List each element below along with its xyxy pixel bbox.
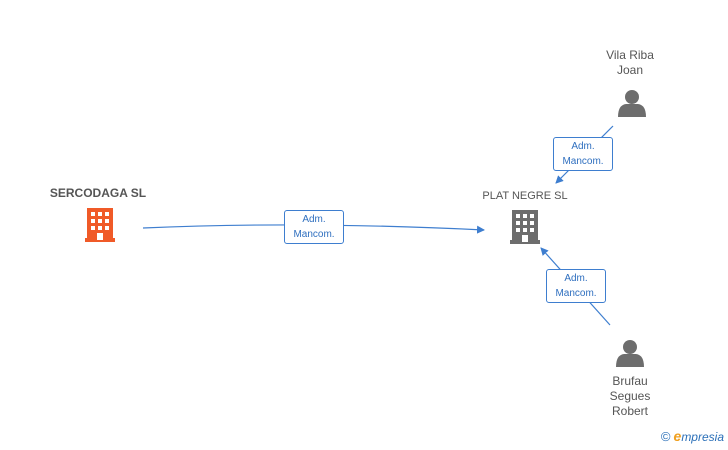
- edge-label-line: Adm.: [302, 214, 326, 225]
- node-label-line: Joan: [616, 63, 644, 77]
- edge-label-brufau[interactable]: Adm. Mancom.: [546, 269, 606, 303]
- node-label-line: Vila Riba: [606, 48, 654, 62]
- edge-label-vila-riba[interactable]: Adm. Mancom.: [553, 137, 613, 171]
- brand-watermark: ©empresia: [661, 428, 724, 444]
- edge-label-line: Mancom.: [562, 156, 604, 167]
- brand-logo-text: mpresia: [681, 430, 724, 444]
- building-icon[interactable]: [85, 208, 115, 242]
- edge-label-sercodaga[interactable]: Adm. Mancom.: [284, 210, 344, 244]
- building-icon[interactable]: [510, 210, 540, 244]
- node-label-sercodaga[interactable]: SERCODAGA SL: [49, 186, 147, 200]
- copyright-symbol: ©: [660, 429, 671, 444]
- node-label-line: Segues: [609, 389, 651, 403]
- node-label-brufau[interactable]: Brufau Segues Robert: [590, 374, 670, 419]
- node-label-line: Brufau: [612, 374, 648, 388]
- person-icon[interactable]: [616, 340, 644, 367]
- edge-label-line: Adm.: [564, 273, 588, 284]
- brand-logo-initial: e: [673, 428, 682, 444]
- edge-label-line: Adm.: [571, 141, 595, 152]
- node-label-plat-negre[interactable]: PLAT NEGRE SL: [482, 190, 568, 202]
- edge-label-line: Mancom.: [555, 288, 597, 299]
- edge-label-line: Mancom.: [293, 229, 335, 240]
- node-label-line: Robert: [611, 404, 649, 418]
- node-label-vila-riba[interactable]: Vila Riba Joan: [590, 48, 670, 78]
- person-icon[interactable]: [618, 90, 646, 117]
